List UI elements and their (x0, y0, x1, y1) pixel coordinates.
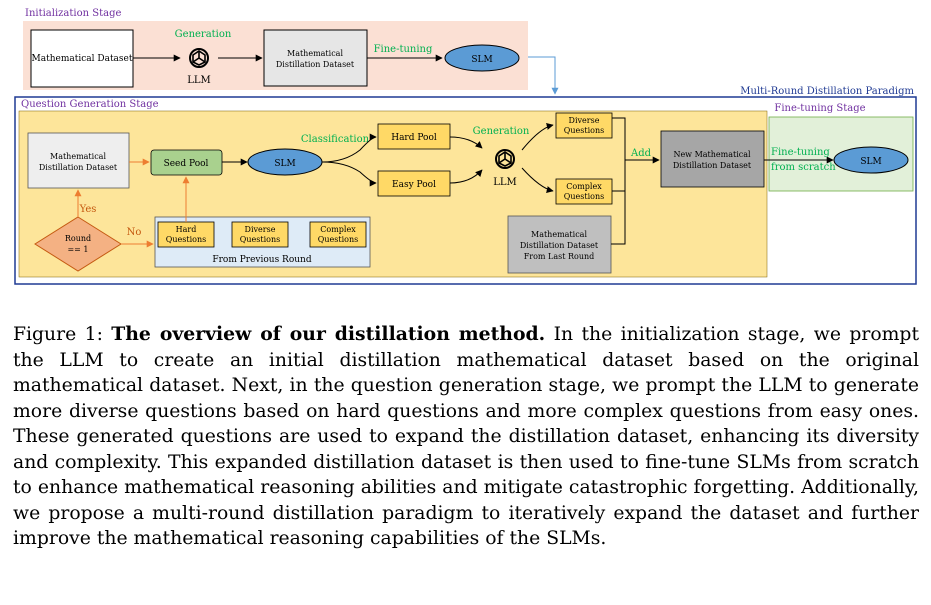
last-round-line2: Distillation Dataset (520, 241, 599, 250)
qgen-distill-dataset-line2: Distillation Dataset (39, 163, 118, 172)
prev-complex-line1: Complex (320, 225, 356, 234)
round-decision-diamond (34, 216, 122, 272)
qgen-slm-label: SLM (274, 159, 295, 169)
round-line1: Round (65, 234, 91, 243)
prev-complex-questions-box (309, 221, 367, 248)
yes-label: Yes (79, 204, 97, 215)
init-finetuning-label: Fine-tuning (374, 44, 433, 55)
prev-hard-questions-box (157, 221, 215, 248)
init-distill-dataset-box (263, 29, 368, 87)
arrow-llm-to-complex (521, 167, 554, 193)
ft-stage-title: Fine-tuning Stage (774, 103, 865, 114)
easy-pool-box (377, 170, 451, 197)
last-round-dataset-box (507, 215, 612, 274)
init-distill-dataset-line2: Distillation Dataset (276, 60, 355, 69)
merge-line-diverse (611, 117, 626, 245)
caption-label: Figure 1: (13, 324, 103, 345)
init-math-dataset-label: Mathematical Dataset (32, 54, 133, 64)
caption-bold-title: The overview of our distillation method. (111, 323, 546, 345)
round-line2: == 1 (67, 245, 88, 254)
arrow-slm-to-easy (321, 161, 377, 187)
prev-diverse-questions-box (231, 221, 289, 248)
ft-finetuning-line1: Fine-tuning (771, 147, 830, 158)
qgen-distill-dataset-box (27, 132, 130, 189)
init-slm-label: SLM (471, 55, 492, 65)
arrow-init-to-multiround (528, 56, 559, 95)
arrow-llm-to-diverse (521, 123, 554, 151)
prev-diverse-line2: Questions (240, 235, 280, 244)
add-label: Add (630, 148, 652, 159)
prev-complex-line2: Questions (318, 235, 358, 244)
init-generation-label: Generation (175, 29, 232, 40)
diverse-questions-box (555, 112, 613, 139)
ft-slm-label: SLM (860, 157, 881, 167)
complex-questions-line1: Complex (566, 182, 602, 191)
new-dataset-box (660, 130, 765, 188)
distillation-diagram: Initialization Stage Mathematical Datase… (14, 8, 917, 285)
qgen-llm-icon (495, 149, 515, 169)
hard-pool-box (377, 123, 451, 150)
ft-slm-node (833, 146, 909, 174)
multi-round-title: Multi-Round Distillation Paradigm (740, 86, 914, 97)
ft-finetuning-line2: from scratch (771, 162, 836, 173)
prev-hard-line1: Hard (176, 225, 197, 234)
complex-questions-line2: Questions (564, 192, 604, 201)
init-llm-icon (189, 48, 209, 68)
diverse-questions-line1: Diverse (569, 116, 600, 125)
no-label: No (127, 227, 142, 238)
seed-pool-label: Seed Pool (164, 159, 209, 169)
complex-questions-box (555, 178, 613, 205)
qgen-stage-title: Question Generation Stage (21, 99, 159, 110)
caption-text: In the initialization stage, we prompt t… (13, 324, 920, 549)
new-dataset-line1: New Mathematical (673, 150, 751, 159)
last-round-line3: From Last Round (524, 252, 595, 261)
qgen-generation-label: Generation (473, 126, 530, 137)
easy-pool-label: Easy Pool (392, 180, 436, 190)
init-math-dataset-box (30, 29, 134, 88)
arrow-easy-to-llm (449, 169, 483, 184)
multi-round-frame (14, 96, 917, 285)
last-round-line1: Mathematical (531, 230, 587, 239)
prev-hard-line2: Questions (166, 235, 206, 244)
init-distill-dataset-line1: Mathematical (287, 49, 343, 58)
hard-pool-label: Hard Pool (391, 133, 437, 143)
new-dataset-line2: Distillation Dataset (673, 161, 752, 170)
arrow-slm-to-hard (321, 133, 377, 163)
qgen-distill-dataset-line1: Mathematical (50, 152, 106, 161)
arrow-hard-to-llm (449, 136, 483, 149)
classification-label: Classification (301, 134, 370, 145)
qgen-llm-label: LLM (493, 177, 517, 188)
init-stage-title: Initialization Stage (25, 8, 121, 19)
diverse-questions-line2: Questions (564, 126, 604, 135)
prev-diverse-line1: Diverse (245, 225, 276, 234)
from-previous-round-label: From Previous Round (212, 255, 311, 265)
figure-caption: Figure 1: The overview of our distillati… (13, 322, 919, 552)
init-llm-label: LLM (187, 75, 211, 86)
init-slm-node (444, 44, 520, 72)
